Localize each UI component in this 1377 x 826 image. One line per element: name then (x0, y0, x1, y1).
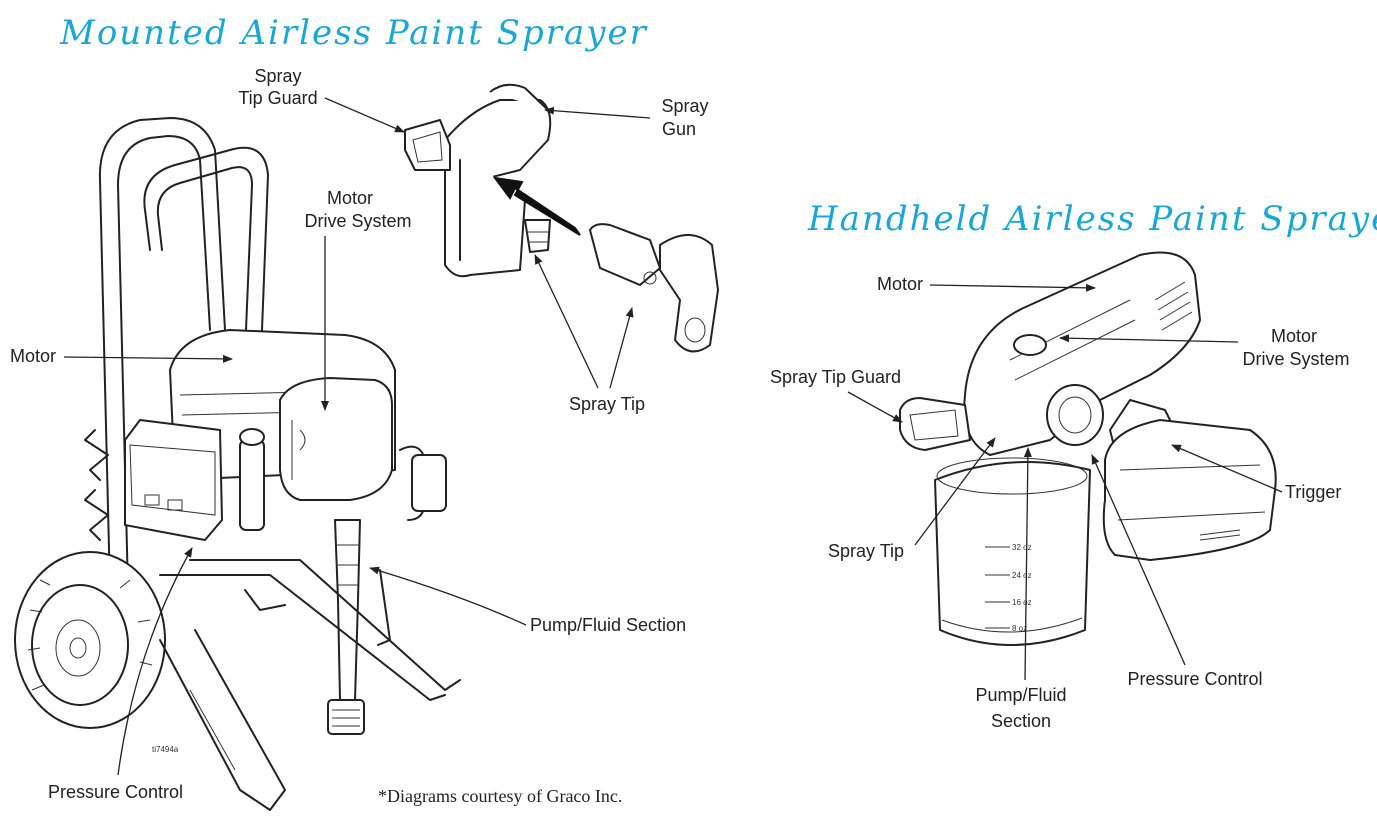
arrow-spray-tip-a (534, 254, 599, 389)
hh-label-spray-tip: Spray Tip (828, 541, 904, 561)
hh-label-pressure-control: Pressure Control (1127, 669, 1262, 689)
label-spray-tip: Spray Tip (569, 394, 645, 414)
handheld-sprayer-illustration: 32 oz 24 oz 16 oz 8 oz (899, 251, 1277, 646)
cup-mark-24: 24 oz (1012, 571, 1032, 580)
hh-label-motor-drive-2: Drive System (1242, 349, 1349, 369)
label-motor: Motor (10, 346, 56, 366)
spray-gun-illustration (404, 83, 719, 353)
arrow-spray-tip-guard (324, 97, 405, 133)
hh-arrow-pressure-control (1091, 454, 1186, 666)
label-spray-gun-2: Gun (662, 119, 696, 139)
credit-note: *Diagrams courtesy of Graco Inc. (378, 786, 622, 806)
hh-label-spray-tip-guard: Spray Tip Guard (770, 367, 901, 387)
arrow-spray-gun (544, 106, 651, 119)
hh-label-motor-drive-1: Motor (1271, 326, 1317, 346)
hh-arrow-motor-drive (1059, 334, 1239, 343)
mounted-sprayer-illustration: ti7494a (14, 117, 461, 811)
label-pressure-control: Pressure Control (48, 782, 183, 802)
handheld-title: Handheld Airless Paint Sprayer (807, 199, 1377, 239)
label-pump-fluid: Pump/Fluid Section (530, 615, 686, 635)
arrow-spray-tip-b (609, 307, 634, 389)
mounted-title: Mounted Airless Paint Sprayer (59, 13, 648, 53)
hh-arrow-spray-tip (914, 437, 996, 546)
arrow-pump-fluid (369, 566, 527, 626)
hh-arrow-trigger (1171, 444, 1283, 493)
label-motor-drive-1: Motor (327, 188, 373, 208)
cup-mark-32: 32 oz (1012, 543, 1032, 552)
arrow-motor (63, 354, 233, 363)
hh-label-trigger: Trigger (1285, 482, 1341, 502)
cup-mark-16: 16 oz (1012, 598, 1032, 607)
cup-mark-8: 8 oz (1012, 624, 1027, 633)
arrow-pressure-control (117, 547, 193, 776)
label-spray-tip-guard-2: Tip Guard (238, 88, 317, 108)
hh-label-motor: Motor (877, 274, 923, 294)
hh-arrow-motor (929, 283, 1096, 292)
label-spray-gun-1: Spray (661, 96, 708, 116)
hh-label-pump-fluid-2: Section (991, 711, 1051, 731)
hh-arrow-pump-fluid (1023, 447, 1032, 681)
label-motor-drive-2: Drive System (304, 211, 411, 231)
hh-arrow-spray-tip-guard (847, 391, 903, 423)
hh-label-pump-fluid-1: Pump/Fluid (975, 685, 1066, 705)
figure-code: ti7494a (152, 745, 179, 754)
label-spray-tip-guard-1: Spray (254, 66, 301, 86)
